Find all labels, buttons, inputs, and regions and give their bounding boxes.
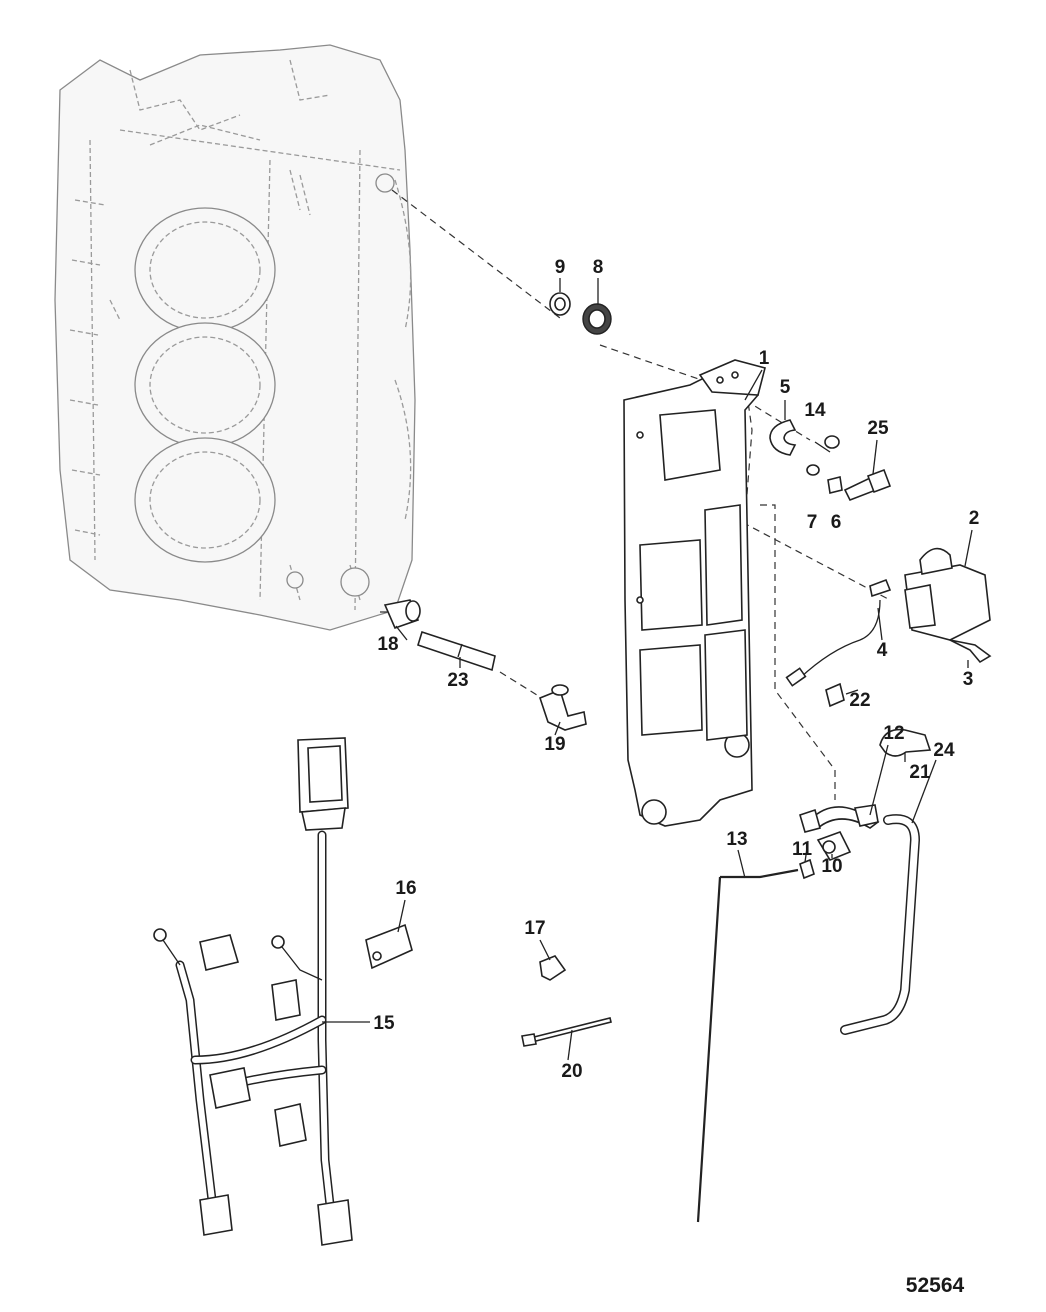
bracket-and-sensor [799,804,880,880]
callout-19: 19 [544,734,565,755]
callout-8: 8 [593,257,604,278]
callout-21: 21 [909,762,931,783]
callout-23: 23 [447,670,468,691]
wiring-harness [153,737,353,1246]
callout-10: 10 [821,856,842,877]
callout-24: 24 [933,740,955,761]
fittings [383,599,587,731]
callout-14: 14 [804,400,826,421]
callout-3: 3 [963,669,974,690]
callout-12: 12 [883,723,904,744]
callout-16: 16 [395,878,416,899]
callout-25: 25 [867,418,889,439]
mounting-plate [623,359,766,827]
clips-and-ties [365,728,932,1047]
callout-13: 13 [726,829,747,850]
callout-5: 5 [780,377,791,398]
callout-leaders [322,278,973,1061]
callout-20: 20 [561,1061,582,1082]
engine-block-ghost [54,44,416,631]
callout-7: 7 [807,512,818,533]
callouts: 9 8 1 5 14 25 7 6 2 4 3 22 18 23 19 12 2… [373,257,979,1082]
ignition-coil [904,547,992,664]
callout-22: 22 [849,690,870,711]
callout-18: 18 [377,634,398,655]
figure-number: 52564 [906,1274,965,1297]
callout-4: 4 [877,640,888,661]
ground-wire [785,578,892,708]
callout-1: 1 [759,348,770,369]
callout-15: 15 [373,1013,395,1034]
callout-17: 17 [524,918,545,939]
callout-9: 9 [555,257,566,278]
rod-and-hose [696,814,921,1223]
hardware-top [549,292,892,502]
callout-6: 6 [831,512,842,533]
callout-2: 2 [969,508,980,529]
callout-11: 11 [792,839,813,860]
